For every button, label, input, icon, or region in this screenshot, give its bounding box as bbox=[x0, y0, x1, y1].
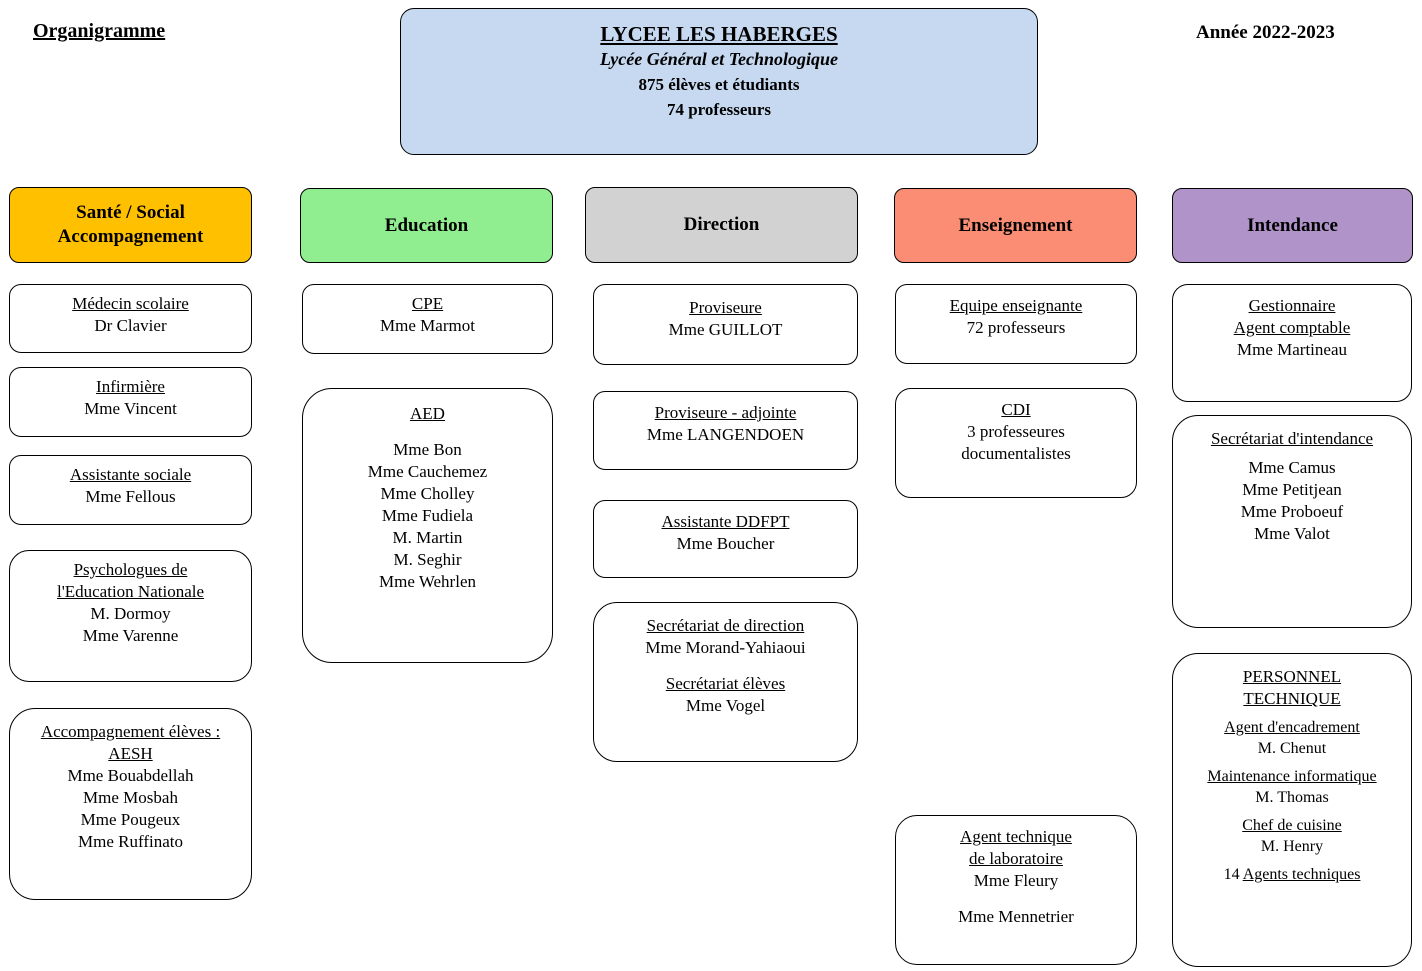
person-name: Mme Cholley bbox=[380, 484, 475, 503]
person-name: Mme Wehrlen bbox=[379, 572, 476, 591]
role-title: Proviseure - adjointe bbox=[654, 403, 797, 422]
role-title: AESH bbox=[108, 744, 153, 763]
box-gestionnaire: Gestionnaire Agent comptable Mme Martine… bbox=[1172, 284, 1412, 402]
role-title: AED bbox=[410, 404, 445, 423]
box-agent-technique-laboratoire: Agent technique de laboratoire Mme Fleur… bbox=[895, 815, 1137, 965]
section-title: TECHNIQUE bbox=[1243, 689, 1341, 708]
person-name: Mme Camus bbox=[1248, 458, 1336, 477]
staff-count: documentalistes bbox=[961, 444, 1071, 463]
person-name: Mme Martineau bbox=[1237, 340, 1347, 359]
role-title: Maintenance informatique bbox=[1207, 768, 1377, 785]
box-secretariat-intendance: Secrétariat d'intendance Mme Camus Mme P… bbox=[1172, 415, 1412, 628]
role-title: CDI bbox=[1001, 400, 1031, 419]
person-name: Mme Valot bbox=[1254, 524, 1330, 543]
role-title: Secrétariat élèves bbox=[665, 674, 786, 693]
box-equipe-enseignante: Equipe enseignante 72 professeurs bbox=[895, 284, 1137, 364]
person-name: Mme Mosbah bbox=[83, 788, 178, 807]
box-proviseure-adjointe: Proviseure - adjointe Mme LANGENDOEN bbox=[593, 391, 858, 470]
role-title: Assistante DDFPT bbox=[661, 512, 790, 531]
box-secretariat-direction: Secrétariat de direction Mme Morand-Yahi… bbox=[593, 602, 858, 762]
box-assistante-sociale: Assistante sociale Mme Fellous bbox=[9, 455, 252, 525]
role-title: Agent technique bbox=[960, 827, 1072, 846]
person-name: Mme Fleury bbox=[973, 871, 1059, 890]
role-title: Psychologues de bbox=[73, 560, 188, 579]
person-name: Mme Boucher bbox=[676, 534, 775, 553]
role-title: Accompagnement élèves : bbox=[40, 722, 221, 741]
box-cpe: CPE Mme Marmot bbox=[302, 284, 553, 354]
person-name: M. Martin bbox=[392, 528, 463, 547]
role-title: Agent comptable bbox=[1233, 318, 1351, 337]
person-name: Mme Petitjean bbox=[1242, 480, 1342, 499]
box-proviseure: Proviseure Mme GUILLOT bbox=[593, 284, 858, 365]
box-cdi: CDI 3 professeures documentalistes bbox=[895, 388, 1137, 498]
person-name: M. Seghir bbox=[393, 550, 462, 569]
role-title: Chef de cuisine bbox=[1242, 817, 1342, 834]
column-header-label: Direction bbox=[683, 214, 760, 235]
person-name: Dr Clavier bbox=[94, 316, 167, 335]
column-header-label: Enseignement bbox=[958, 214, 1073, 236]
students-count: 875 élèves et étudiants bbox=[638, 75, 800, 94]
year-label: Année 2022-2023 bbox=[1196, 22, 1335, 43]
person-name: Mme Pougeux bbox=[80, 810, 181, 829]
person-name: Mme GUILLOT bbox=[668, 320, 783, 339]
box-psychologues: Psychologues de l'Education Nationale M.… bbox=[9, 550, 252, 682]
role-title: Médecin scolaire bbox=[72, 294, 189, 313]
role-title: Secrétariat de direction bbox=[646, 616, 805, 635]
column-header-label: Education bbox=[384, 214, 469, 236]
role-title: Gestionnaire bbox=[1248, 296, 1336, 315]
school-type: Lycée Général et Technologique bbox=[599, 49, 839, 69]
role-title: Agents techniques bbox=[1242, 866, 1361, 883]
person-name: M. Dormoy bbox=[90, 604, 171, 623]
person-name: Mme LANGENDOEN bbox=[646, 425, 805, 444]
role-title: CPE bbox=[411, 294, 444, 313]
role-title: Proviseure bbox=[689, 298, 762, 317]
box-personnel-technique: PERSONNEL TECHNIQUE Agent d'encadrement … bbox=[1172, 653, 1412, 967]
person-name: Mme Bon bbox=[393, 440, 462, 459]
box-aed: AED Mme Bon Mme Cauchemez Mme Cholley Mm… bbox=[302, 388, 553, 663]
person-name: Mme Fudiela bbox=[381, 506, 474, 525]
person-name: Mme Cauchemez bbox=[367, 462, 488, 481]
staff-count: 72 professeurs bbox=[966, 318, 1066, 337]
person-name: M. Henry bbox=[1260, 838, 1324, 855]
column-header-label: Santé / Social Accompagnement bbox=[57, 202, 204, 247]
role-title: Secrétariat d'intendance bbox=[1210, 429, 1374, 448]
column-header-sante-social: Santé / Social Accompagnement bbox=[9, 187, 252, 263]
role-title: Infirmière bbox=[96, 377, 165, 396]
person-name: M. Chenut bbox=[1257, 740, 1327, 757]
section-title: PERSONNEL bbox=[1242, 667, 1342, 686]
person-name: Mme Proboeuf bbox=[1240, 502, 1344, 521]
person-name: Mme Marmot bbox=[380, 316, 475, 335]
column-header-education: Education bbox=[300, 188, 553, 263]
agents-techniques-line: 14 Agents techniques bbox=[1177, 864, 1407, 885]
person-name: Mme Bouabdellah bbox=[67, 766, 194, 785]
agents-count: 14 bbox=[1223, 866, 1243, 883]
person-name: Mme Vogel bbox=[685, 696, 766, 715]
school-name: LYCEE LES HABERGES bbox=[600, 22, 838, 46]
column-header-label: Intendance bbox=[1247, 214, 1338, 236]
page-title: Organigramme bbox=[33, 20, 166, 42]
box-aesh: Accompagnement élèves : AESH Mme Bouabde… bbox=[9, 708, 252, 900]
column-header-direction: Direction bbox=[585, 187, 858, 263]
person-name: Mme Varenne bbox=[82, 626, 179, 645]
role-title: Assistante sociale bbox=[69, 465, 192, 484]
teachers-count: 74 professeurs bbox=[666, 100, 772, 119]
school-root-box: LYCEE LES HABERGES Lycée Général et Tech… bbox=[400, 8, 1038, 155]
person-name: Mme Mennetrier bbox=[958, 907, 1074, 926]
person-name: Mme Morand-Yahiaoui bbox=[645, 638, 806, 657]
person-name: Mme Fellous bbox=[85, 487, 176, 506]
staff-count: 3 professeures bbox=[967, 422, 1065, 441]
person-name: M. Thomas bbox=[1255, 789, 1329, 806]
person-name: Mme Ruffinato bbox=[78, 832, 183, 851]
box-assistante-ddfpt: Assistante DDFPT Mme Boucher bbox=[593, 500, 858, 578]
role-title: de laboratoire bbox=[969, 849, 1063, 868]
role-title: l'Education Nationale bbox=[56, 582, 205, 601]
role-title: Agent d'encadrement bbox=[1224, 719, 1360, 736]
column-header-intendance: Intendance bbox=[1172, 188, 1413, 263]
column-header-enseignement: Enseignement bbox=[894, 188, 1137, 263]
box-medecin-scolaire: Médecin scolaire Dr Clavier bbox=[9, 284, 252, 353]
role-title: Equipe enseignante bbox=[949, 296, 1083, 315]
person-name: Mme Vincent bbox=[84, 399, 177, 418]
box-infirmiere: Infirmière Mme Vincent bbox=[9, 367, 252, 437]
